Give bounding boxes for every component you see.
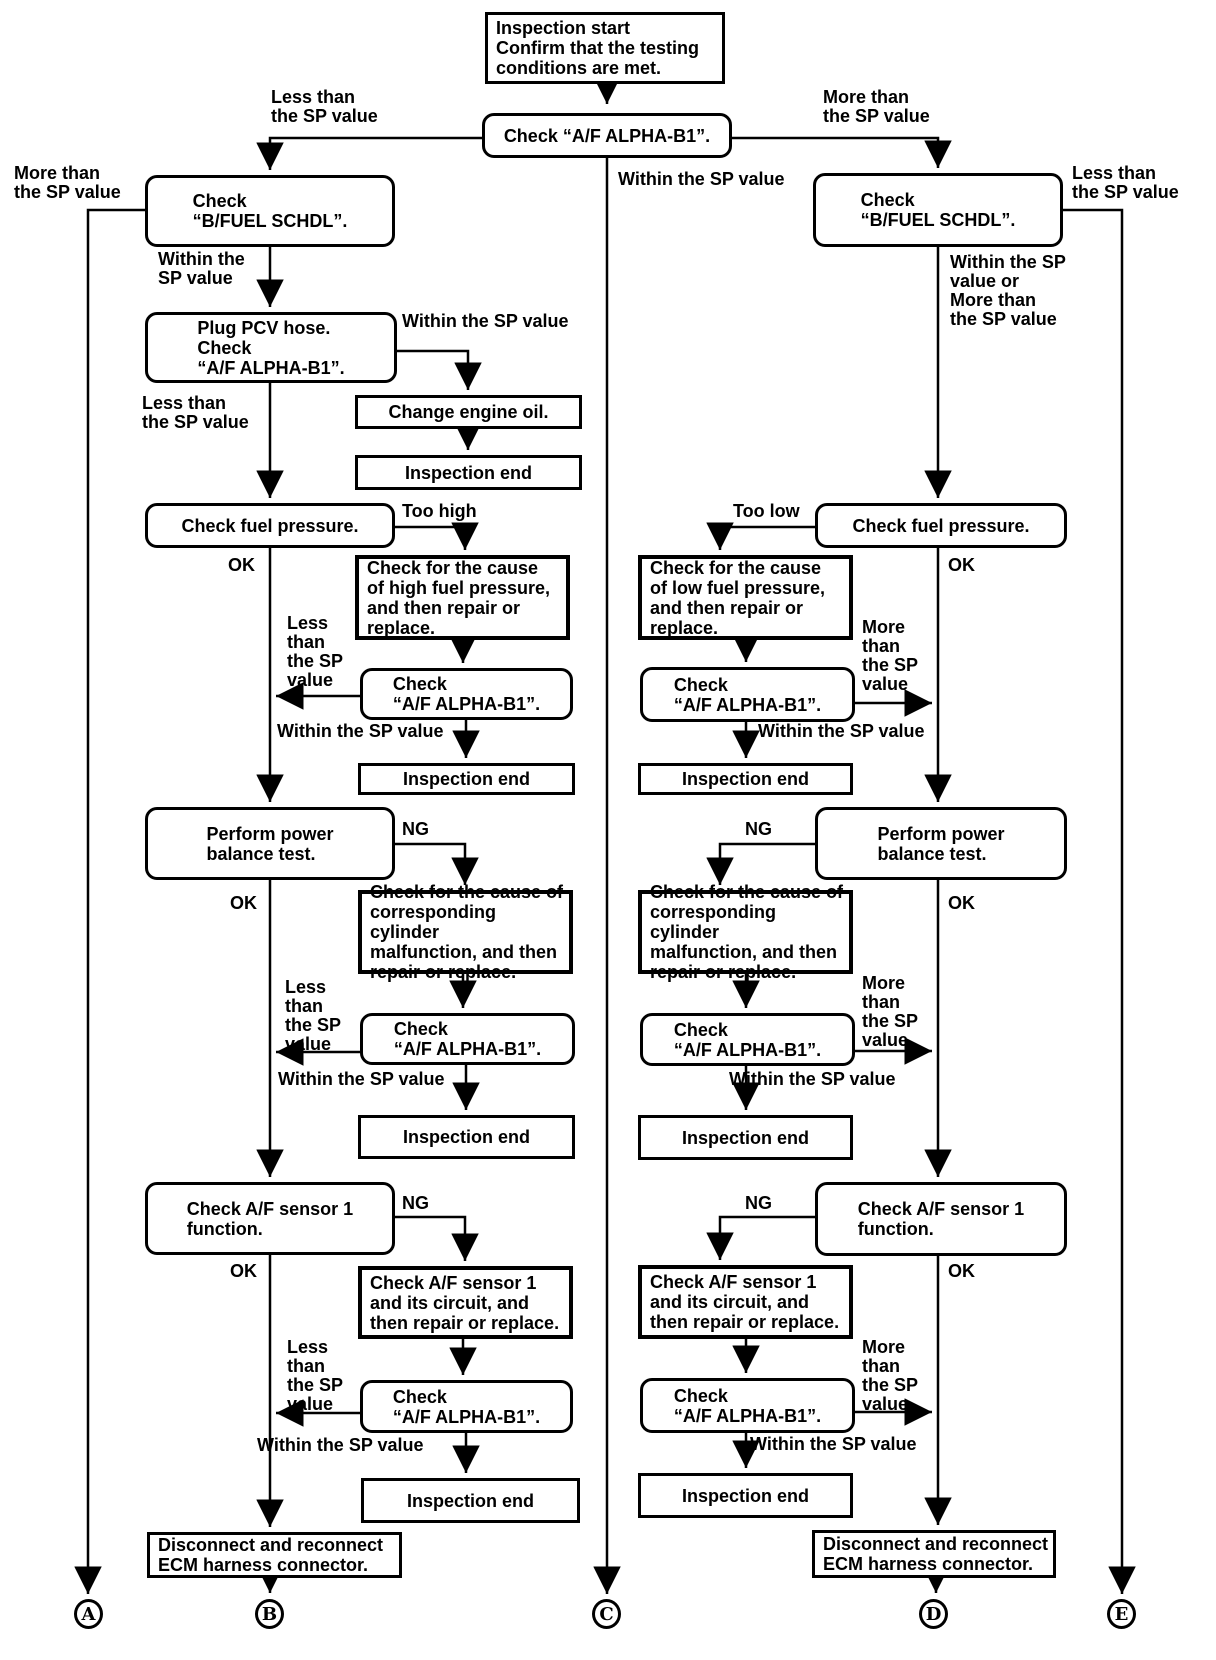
box-inspection-end-r3: Inspection end	[638, 1473, 853, 1518]
box-plug-pcv: Plug PCV hose. Check “A/F ALPHA-B1”.	[145, 312, 397, 383]
box-inspection-start: Inspection start Confirm that the testin…	[485, 12, 725, 84]
label-less4-row3-left: Less than the SP value	[287, 1337, 344, 1414]
label-within-row1-left: Within the SP value	[277, 721, 444, 741]
inspection-start-text: Inspection start Confirm that the testin…	[496, 18, 699, 78]
label-less4-row1-left: Less than the SP value	[287, 613, 344, 690]
label-ng-power-right: NG	[745, 819, 772, 839]
box-inspection-end-2: Inspection end	[358, 763, 575, 795]
label-within-row2-left: Within the SP value	[278, 1069, 445, 1089]
label-within-row1-right: Within the SP value	[758, 721, 925, 741]
box-inspection-end-r1: Inspection end	[638, 763, 853, 795]
box-cause-high-fuel: Check for the cause of high fuel pressur…	[355, 555, 570, 640]
label-ok-fuel-left: OK	[228, 555, 255, 575]
box-check-af-right-2: Check “A/F ALPHA-B1”.	[640, 1013, 855, 1066]
box-inspection-end-3: Inspection end	[358, 1115, 575, 1159]
connector-d: D	[919, 1599, 948, 1629]
label-less4-row2-left: Less than the SP value	[285, 977, 342, 1054]
box-sensor-circuit-left: Check A/F sensor 1 and its circuit, and …	[358, 1266, 573, 1339]
connector-a: A	[74, 1599, 103, 1629]
label-ng-sensor-left: NG	[402, 1193, 429, 1213]
label-within-or-more-right: Within the SP value or More than the SP …	[950, 252, 1066, 329]
box-ecm-left: Disconnect and reconnect ECM harness con…	[147, 1532, 402, 1578]
label-less-than-far-right: Less than the SP value	[1072, 163, 1179, 202]
box-af-sensor-right: Check A/F sensor 1 function.	[815, 1182, 1067, 1256]
label-ok-power-right: OK	[948, 893, 975, 913]
label-too-high: Too high	[402, 501, 477, 521]
box-bfuel-left: Check “B/FUEL SCHDL”.	[145, 175, 395, 247]
box-change-oil: Change engine oil.	[355, 395, 582, 429]
box-check-af-right-1: Check “A/F ALPHA-B1”.	[640, 667, 855, 722]
label-ok-sensor-left: OK	[230, 1261, 257, 1281]
label-ok-sensor-right: OK	[948, 1261, 975, 1281]
label-less-than-pcv: Less than the SP value	[142, 393, 249, 432]
label-ok-power-left: OK	[230, 893, 257, 913]
label-within-pcv: Within the SP value	[402, 311, 569, 331]
label-too-low: Too low	[733, 501, 800, 521]
label-more-than-top-right: More than the SP value	[823, 87, 930, 126]
label-within-center: Within the SP value	[618, 169, 785, 189]
box-inspection-end-4: Inspection end	[361, 1478, 580, 1523]
label-more4-row3-right: More than the SP value	[862, 1337, 919, 1414]
box-cause-low-fuel: Check for the cause of low fuel pressure…	[638, 555, 853, 640]
box-fuel-pressure-right: Check fuel pressure.	[815, 503, 1067, 548]
box-bfuel-right: Check “B/FUEL SCHDL”.	[813, 173, 1063, 247]
label-more4-row1-right: More than the SP value	[862, 617, 919, 694]
box-fuel-pressure-left: Check fuel pressure.	[145, 503, 395, 548]
label-ok-fuel-right: OK	[948, 555, 975, 575]
box-check-af-left-3: Check “A/F ALPHA-B1”.	[360, 1380, 573, 1433]
box-power-balance-right: Perform power balance test.	[815, 807, 1067, 880]
label-ng-sensor-right: NG	[745, 1193, 772, 1213]
box-inspection-end-1: Inspection end	[355, 455, 582, 490]
box-cause-cylinder-right: Check for the cause of corresponding cyl…	[638, 882, 853, 982]
label-less-than-top-left: Less than the SP value	[271, 87, 378, 126]
box-power-balance-left: Perform power balance test.	[145, 807, 395, 880]
label-within-row3-left: Within the SP value	[257, 1435, 424, 1455]
label-ng-power-left: NG	[402, 819, 429, 839]
box-af-sensor-left: Check A/F sensor 1 function.	[145, 1182, 395, 1255]
label-more-than-far-left: More than the SP value	[14, 163, 121, 202]
box-check-af-left-1: Check “A/F ALPHA-B1”.	[360, 668, 573, 720]
box-check-af-left-2: Check “A/F ALPHA-B1”.	[360, 1013, 575, 1065]
box-check-af-right-3: Check “A/F ALPHA-B1”.	[640, 1378, 855, 1433]
label-more4-row2-right: More than the SP value	[862, 973, 919, 1050]
box-ecm-right: Disconnect and reconnect ECM harness con…	[812, 1530, 1056, 1578]
label-within-row2-right: Within the SP value	[729, 1069, 896, 1089]
box-inspection-end-r2: Inspection end	[638, 1115, 853, 1160]
label-within-row3-right: Within the SP value	[750, 1434, 917, 1454]
box-check-af-root: Check “A/F ALPHA-B1”.	[482, 113, 732, 158]
connector-b: B	[255, 1599, 284, 1629]
box-sensor-circuit-right: Check A/F sensor 1 and its circuit, and …	[638, 1265, 853, 1339]
connector-c: C	[592, 1599, 621, 1629]
connector-e: E	[1107, 1599, 1136, 1629]
label-within-bfuel-left: Within the SP value	[158, 249, 245, 288]
box-cause-cylinder-left: Check for the cause of corresponding cyl…	[358, 882, 573, 982]
